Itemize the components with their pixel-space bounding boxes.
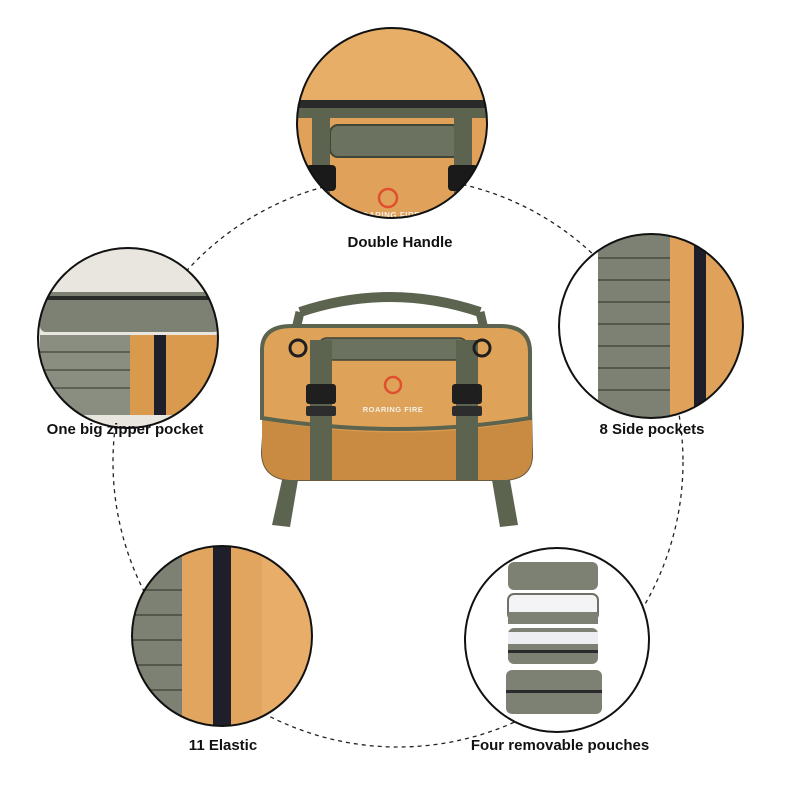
feature-circle-pouches (464, 547, 650, 733)
feature-label-elastic: 11 Elastic (188, 737, 258, 754)
brand-logo: ROARING FIRE (363, 375, 424, 414)
feature-label-zipper-pocket: One big zipper pocket (46, 421, 204, 438)
logo-text-closeup: ROARING FIRE (356, 211, 420, 220)
feature-circle-zipper-pocket (37, 247, 219, 429)
feature-circle-elastic (131, 545, 313, 727)
logo-text: ROARING FIRE (363, 405, 424, 414)
feature-circle-side-pockets (558, 233, 744, 419)
main-bag-image: ROARING FIRE (260, 292, 534, 527)
feature-label-side-pockets: 8 Side pockets (599, 421, 705, 438)
dashed-connector-ring (112, 176, 684, 748)
feature-label-double-handle: Double Handle (347, 234, 453, 251)
feature-label-pouches: Four removable pouches (470, 737, 650, 754)
feature-circle-double-handle: ROARING FIRE (296, 27, 488, 220)
